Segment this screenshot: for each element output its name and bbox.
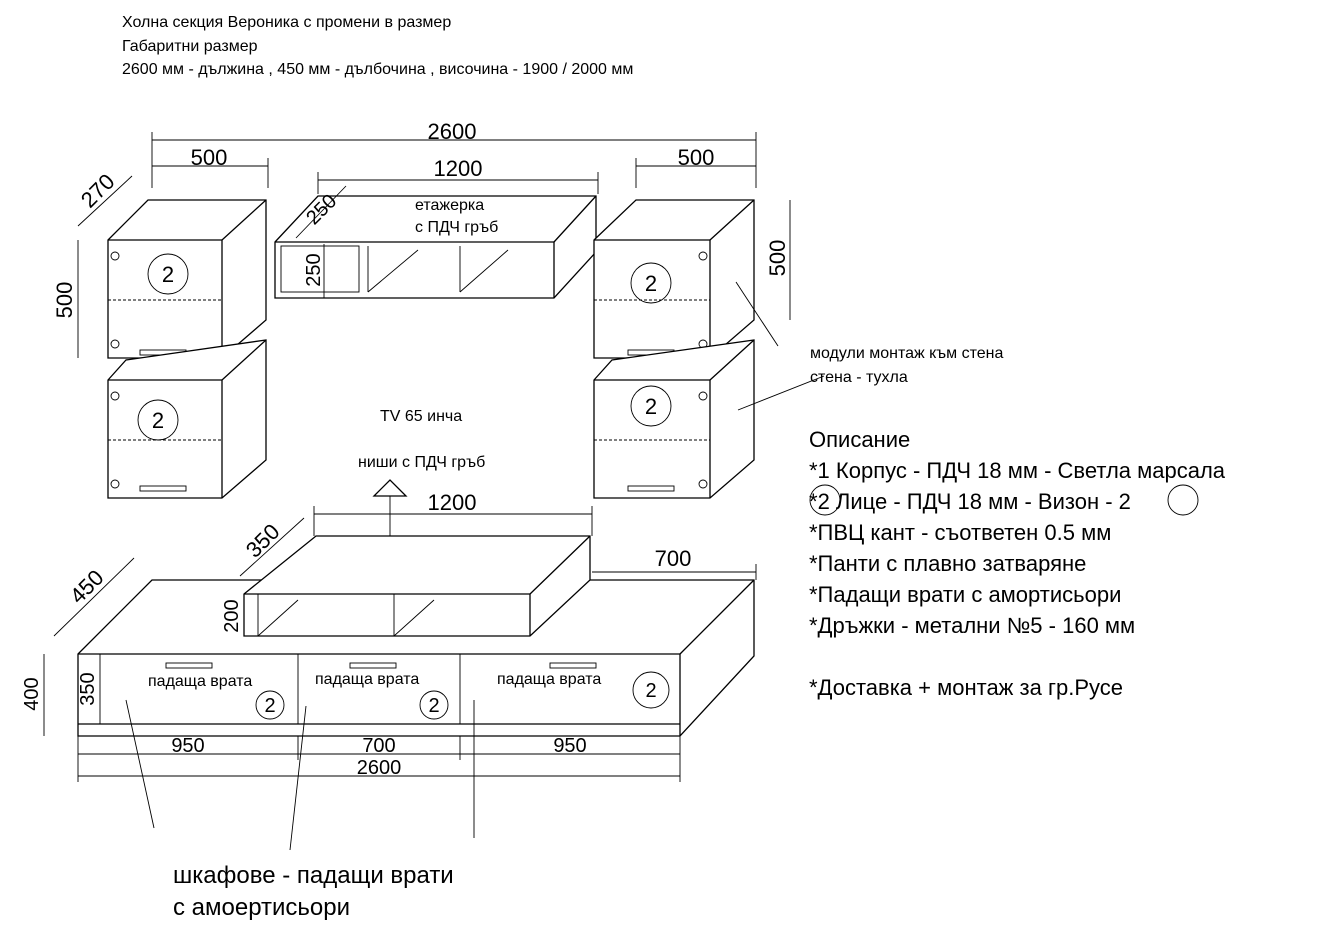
dim-door-height: 350 [77, 672, 99, 705]
description-line-2-prefix: * [809, 489, 818, 514]
dim-line-shelf-depth [295, 185, 347, 239]
description-line-3: *ПВЦ кант - съответен 0.5 мм [809, 520, 1111, 545]
dim-seg-3: 950 [553, 735, 586, 757]
dim-total-top: 2600 [428, 119, 477, 144]
description-line-1: *1 Корпус - ПДЧ 18 мм - Светла марсала [809, 458, 1226, 483]
dim-shelf-height: 250 [303, 253, 325, 286]
bottom-label-2: с амоертисьори [173, 894, 350, 921]
dim-tv-shelf-depth: 350 [241, 519, 285, 563]
marker-lower-left: 2 [152, 408, 164, 433]
description-block: Описание *1 Корпус - ПДЧ 18 мм - Светла … [809, 427, 1226, 700]
marker-upper-left: 2 [162, 262, 174, 287]
dim-base-height: 400 [21, 677, 43, 710]
niches-label: ниши с ПДЧ гръб [358, 454, 485, 471]
leader-wall-lower [737, 375, 825, 411]
door-label-2: падаща врата [315, 671, 419, 688]
description-line-6: *Дръжки - метални №5 - 160 мм [809, 613, 1135, 638]
leader-wall-upper [735, 281, 779, 347]
description-line-2-marker: 2 [818, 489, 830, 514]
shelf-label-1: етажерка [415, 197, 484, 214]
marker-door-1: 2 [264, 695, 275, 717]
marker-door-3: 2 [645, 680, 656, 702]
description-line-2-text: Лице - ПДЧ 18 мм - Визон - [830, 489, 1119, 514]
description-line-7: *Доставка + монтаж за гр.Русе [809, 675, 1123, 700]
dim-left-depth: 270 [76, 169, 120, 213]
dim-right-height: 500 [765, 240, 790, 277]
svg-text:*2 Лице - ПДЧ 18 мм - Визон -: *2 Лице - ПДЧ 18 мм - Визон - 2 [809, 489, 1131, 514]
leader-door-2 [289, 705, 307, 851]
header-title: Холна секция Вероника с промени в размер [122, 14, 451, 31]
lower-left-cabinet [107, 339, 267, 499]
dim-line-tv-depth [239, 517, 305, 577]
tv-shelf [243, 535, 591, 637]
description-line-2-marker2: 2 [1119, 489, 1131, 514]
description-line-5: *Падащи врати с амортисьори [809, 582, 1121, 607]
marker-upper-right: 2 [645, 271, 657, 296]
dim-tv-shelf-width: 1200 [428, 490, 477, 515]
bottom-label-1: шкафове - падащи врати [173, 862, 454, 889]
dim-base-depth: 450 [65, 565, 109, 609]
dim-left-width: 500 [191, 145, 228, 170]
upper-left-cabinet [107, 199, 267, 359]
dim-line-base-depth [53, 557, 135, 637]
header-subtitle: Габаритни размер [122, 38, 258, 55]
dim-seg-2: 700 [362, 735, 395, 757]
description-title: Описание [809, 427, 910, 452]
marker-door-2: 2 [428, 695, 439, 717]
tv-label: TV 65 инча [380, 408, 462, 425]
header-dimensions: 2600 мм - дължина , 450 мм - дълбочина ,… [122, 61, 633, 78]
dim-right-width: 500 [678, 145, 715, 170]
lower-right-cabinet [593, 339, 755, 499]
upper-right-cabinet [593, 199, 755, 359]
top-dimensions [151, 132, 757, 194]
shelf-label-2: с ПДЧ гръб [415, 219, 498, 236]
description-marker-circle-2 [1167, 484, 1199, 516]
door-label-1: падаща врата [148, 673, 252, 690]
dim-shelf-width: 1200 [434, 156, 483, 181]
dim-tv-shelf-height: 200 [221, 599, 243, 632]
description-line-4: *Панти с плавно затваряне [809, 551, 1086, 576]
dim-line-left-depth [77, 175, 133, 227]
dim-total-bottom: 2600 [357, 757, 402, 779]
dim-seg-1: 950 [171, 735, 204, 757]
bottom-dimensions [77, 736, 681, 782]
wall-label-2: стена - тухла [810, 369, 908, 386]
description-marker-circle-1 [809, 484, 841, 516]
marker-lower-right: 2 [645, 394, 657, 419]
wall-label-1: модули монтаж към стена [810, 345, 1004, 362]
tv-arrow-icon [372, 479, 408, 497]
leader-door-1 [125, 699, 155, 829]
door-label-3: падаща врата [497, 671, 601, 688]
dim-left-height: 500 [52, 282, 77, 319]
dim-base-offset: 700 [655, 546, 692, 571]
